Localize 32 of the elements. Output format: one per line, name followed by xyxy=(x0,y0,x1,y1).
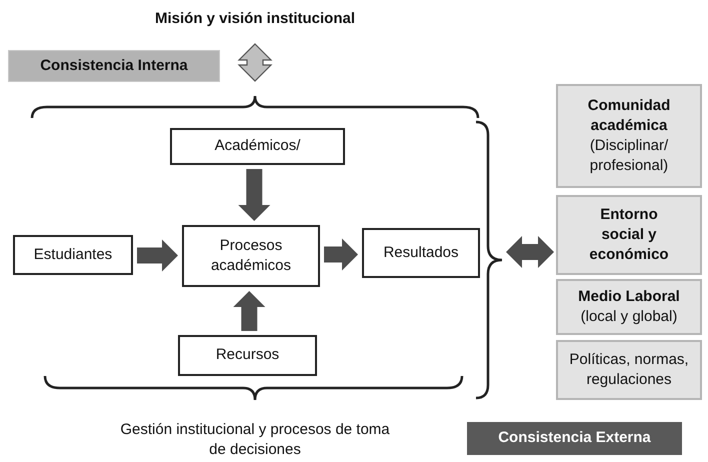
arrow xyxy=(324,238,358,270)
arrow xyxy=(233,291,266,331)
node-title: Académicos/ xyxy=(214,136,300,156)
section-banner xyxy=(467,422,682,455)
node-title: Políticas, normas, regulaciones xyxy=(568,350,690,390)
node-title: Procesos académicos xyxy=(210,236,292,276)
node-title: Consistencia Interna xyxy=(40,56,188,76)
context-box xyxy=(556,84,702,188)
process-box xyxy=(178,335,317,376)
heading-text: Misión y visión institucional xyxy=(154,8,356,29)
node-title: Entorno social y económico xyxy=(588,204,670,266)
context-box xyxy=(556,195,702,275)
double-arrow xyxy=(506,236,554,268)
caption-text: Gestión institucional y procesos de toma de decisiones xyxy=(119,420,391,460)
arrow xyxy=(238,169,270,221)
process-box xyxy=(362,228,480,278)
node-title: Estudiantes xyxy=(34,244,112,265)
node-title: Comunidad académica xyxy=(586,96,672,136)
node-subtitle: (local y global) xyxy=(580,307,678,327)
process-box xyxy=(182,225,320,287)
node-title: Resultados xyxy=(383,242,459,263)
process-box xyxy=(170,128,345,165)
context-box xyxy=(556,279,702,335)
arrow xyxy=(137,240,178,272)
context-box xyxy=(556,340,702,400)
node-subtitle: (Disciplinar/ profesional) xyxy=(588,136,670,176)
section-banner xyxy=(8,50,220,82)
node-title: Consistencia Externa xyxy=(498,428,651,448)
node-title: Medio Laboral xyxy=(578,286,680,307)
double-arrow xyxy=(238,43,272,82)
node-title: Recursos xyxy=(216,345,280,366)
process-box xyxy=(13,235,133,275)
